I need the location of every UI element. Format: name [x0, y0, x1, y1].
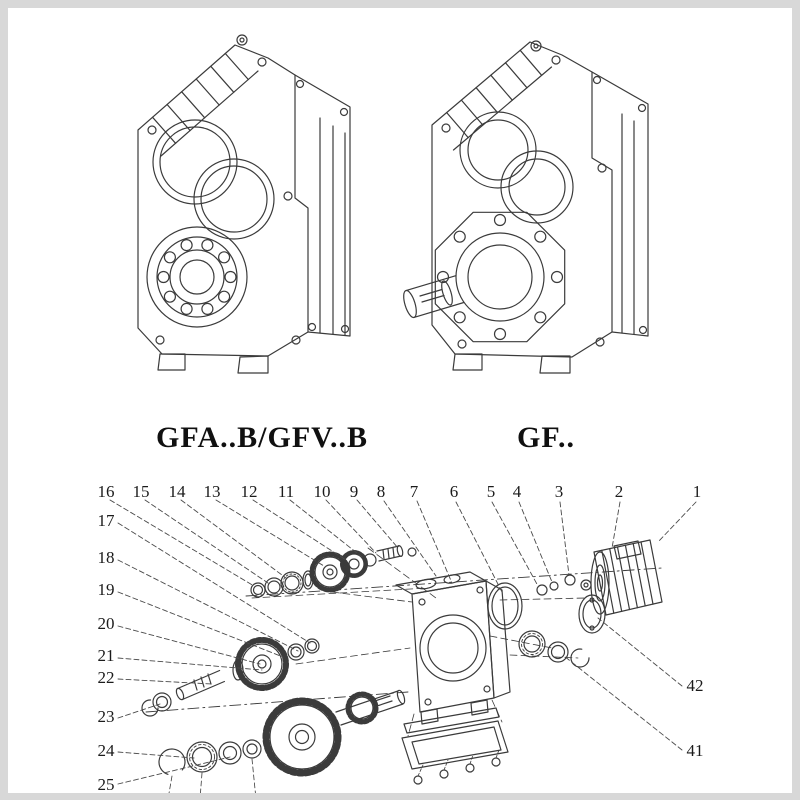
callout-20: 20: [97, 614, 115, 633]
callout-17: 17: [97, 511, 115, 530]
callout-14: 14: [168, 482, 186, 501]
model-label-gfab: GFA..B/GFV..B: [156, 421, 368, 454]
callout-13: 13: [203, 482, 221, 501]
callout-7: 7: [409, 482, 419, 501]
input-shaft-parts: [250, 545, 417, 598]
callout-41: 41: [686, 741, 704, 760]
motor-unit: [580, 539, 663, 616]
output-shaft-parts: [158, 689, 406, 777]
bearing-detail: [146, 226, 248, 328]
page-edge-left: [0, 0, 8, 800]
bottom-cover: [401, 707, 509, 785]
output-shaft: [403, 275, 465, 319]
output-flange: [434, 211, 566, 343]
callout-21: 21: [97, 646, 115, 665]
callout-3: 3: [554, 482, 564, 501]
callout-23: 23: [97, 707, 115, 726]
callout-15: 15: [132, 482, 150, 501]
page-edge-right: [792, 0, 800, 800]
right-side-parts: [487, 574, 606, 668]
gearbox-drawing-gfab: [137, 34, 351, 374]
callout-11: 11: [277, 482, 295, 501]
page-edge-bottom: [0, 793, 800, 800]
callout-25: 25: [97, 775, 115, 794]
callout-18: 18: [97, 548, 115, 567]
callout-5: 5: [486, 482, 496, 501]
callout-9: 9: [349, 482, 359, 501]
callout-4: 4: [512, 482, 522, 501]
callout-16: 16: [97, 482, 115, 501]
callout-42: 42: [686, 676, 704, 695]
exploded-parts-diagram: [141, 539, 663, 800]
callout-24: 24: [97, 741, 115, 760]
callout-6: 6: [449, 482, 459, 501]
gearbox-drawing-gf: [403, 40, 649, 374]
callout-8: 8: [376, 482, 386, 501]
leader-lines: [109, 499, 697, 785]
intermediate-gear-parts: [141, 637, 320, 717]
callout-1: 1: [692, 482, 702, 501]
page-edge-top: [0, 0, 800, 8]
callout-19: 19: [97, 580, 115, 599]
callout-12: 12: [240, 482, 258, 501]
callout-22: 22: [97, 668, 115, 687]
callout-10: 10: [313, 482, 331, 501]
model-label-gf: GF..: [517, 421, 575, 454]
callout-2: 2: [614, 482, 624, 501]
gear-housing: [395, 571, 511, 725]
